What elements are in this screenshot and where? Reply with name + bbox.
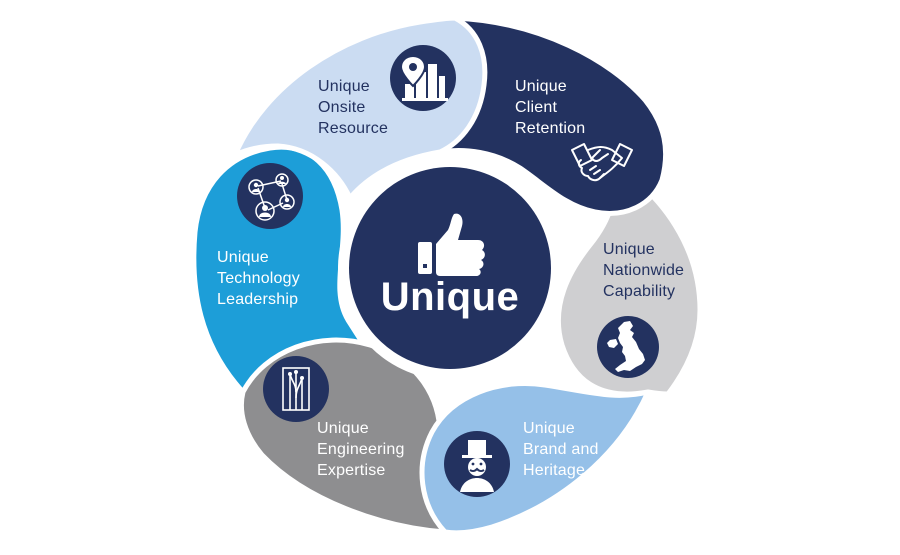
label-line: Resource [318, 120, 389, 137]
label-line: Nationwide [603, 262, 685, 279]
handshake-icon [571, 143, 633, 182]
label-line: Capability [603, 283, 676, 300]
label-line: Brand and [523, 441, 599, 458]
lift-shaft-icon [263, 356, 329, 422]
segment-label-engineering: Unique Engineering Expertise [317, 418, 405, 481]
segment-label-nationwide: Unique Nationwide Capability [603, 239, 684, 302]
thumbs-up-icon [418, 213, 485, 276]
label-line: Unique [217, 249, 269, 266]
label-line: Unique [515, 78, 567, 95]
label-line: Expertise [317, 462, 386, 479]
label-line: Engineering [317, 441, 405, 458]
network-people-icon [237, 163, 303, 229]
uk-map-icon [597, 316, 659, 378]
label-line: Retention [515, 120, 586, 137]
label-line: Technology [217, 270, 300, 287]
location-buildings-icon [390, 45, 456, 111]
segment-label-technology: Unique Technology Leadership [217, 247, 300, 310]
label-line: Unique [523, 420, 575, 437]
segment-label-onsite: Unique Onsite Resource [318, 76, 388, 139]
label-line: Heritage [523, 462, 586, 479]
top-hat-gentleman-icon [444, 431, 510, 497]
label-line: Client [515, 99, 558, 116]
label-line: Onsite [318, 99, 366, 116]
label-line: Unique [318, 78, 370, 95]
segment-label-brand: Unique Brand and Heritage [523, 418, 599, 481]
label-line: Unique [603, 241, 655, 258]
label-line: Unique [317, 420, 369, 437]
segment-label-retention: Unique Client Retention [515, 76, 585, 139]
center-label: Unique [380, 275, 520, 319]
label-line: Leadership [217, 291, 299, 308]
